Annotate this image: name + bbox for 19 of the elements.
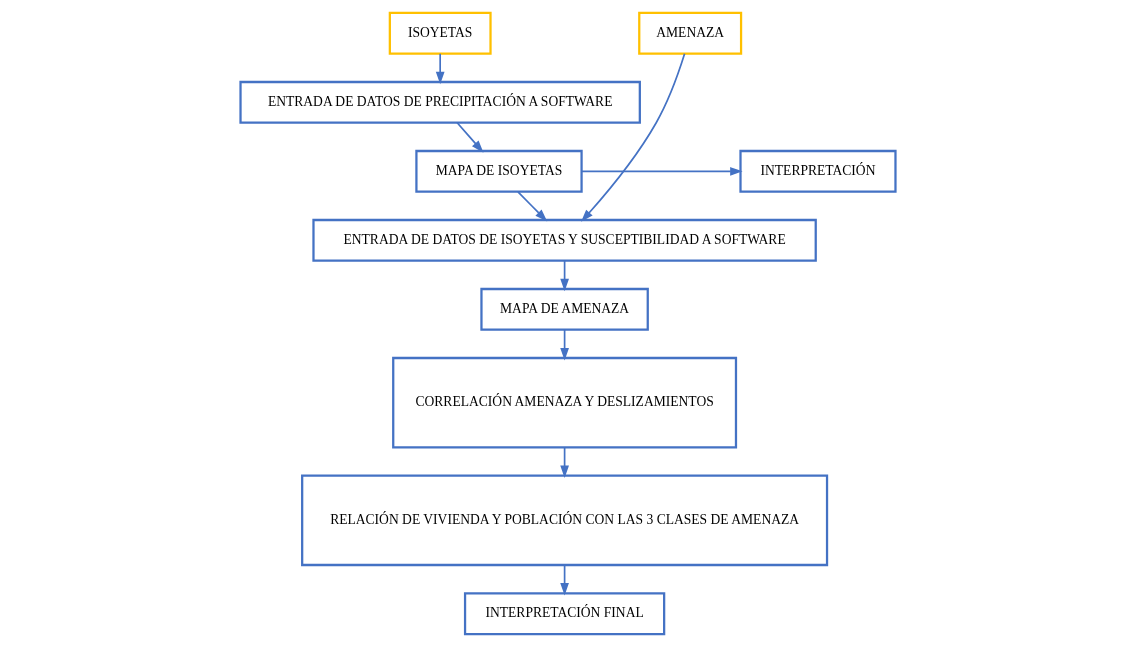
arrow — [559, 328, 569, 361]
node-box: MAPA DE AMENAZA — [479, 287, 649, 331]
arrow — [559, 446, 569, 479]
arrow — [580, 52, 685, 222]
node-box: ENTRADA DE DATOS DE ISOYETAS Y SUSCEPTIBILIDAD A SOFTWARE — [311, 218, 817, 262]
arrow — [435, 52, 445, 85]
node-box: ISOYETAS — [388, 11, 492, 55]
node-box: CORRELACIÓN AMENAZA Y DESLIZAMIENTOS — [391, 356, 737, 449]
node-box: MAPA DE ISOYETAS — [414, 149, 583, 193]
arrow — [455, 121, 484, 153]
arrow — [559, 564, 569, 596]
node-box: AMENAZA — [637, 11, 742, 55]
arrow — [559, 259, 569, 292]
arrow — [516, 190, 547, 222]
node-box: ENTRADA DE DATOS DE PRECIPITACIÓN A SOFTWARE — [238, 80, 641, 124]
node-box: INTERPRETACIÓN FINAL — [463, 592, 665, 636]
node-box: INTERPRETACIÓN — [738, 149, 897, 193]
node-box: RELACIÓN DE VIVIENDA Y POBLACIÓN CON LAS 3 CLASES DE AMENAZA — [300, 474, 828, 567]
arrow — [580, 167, 743, 176]
